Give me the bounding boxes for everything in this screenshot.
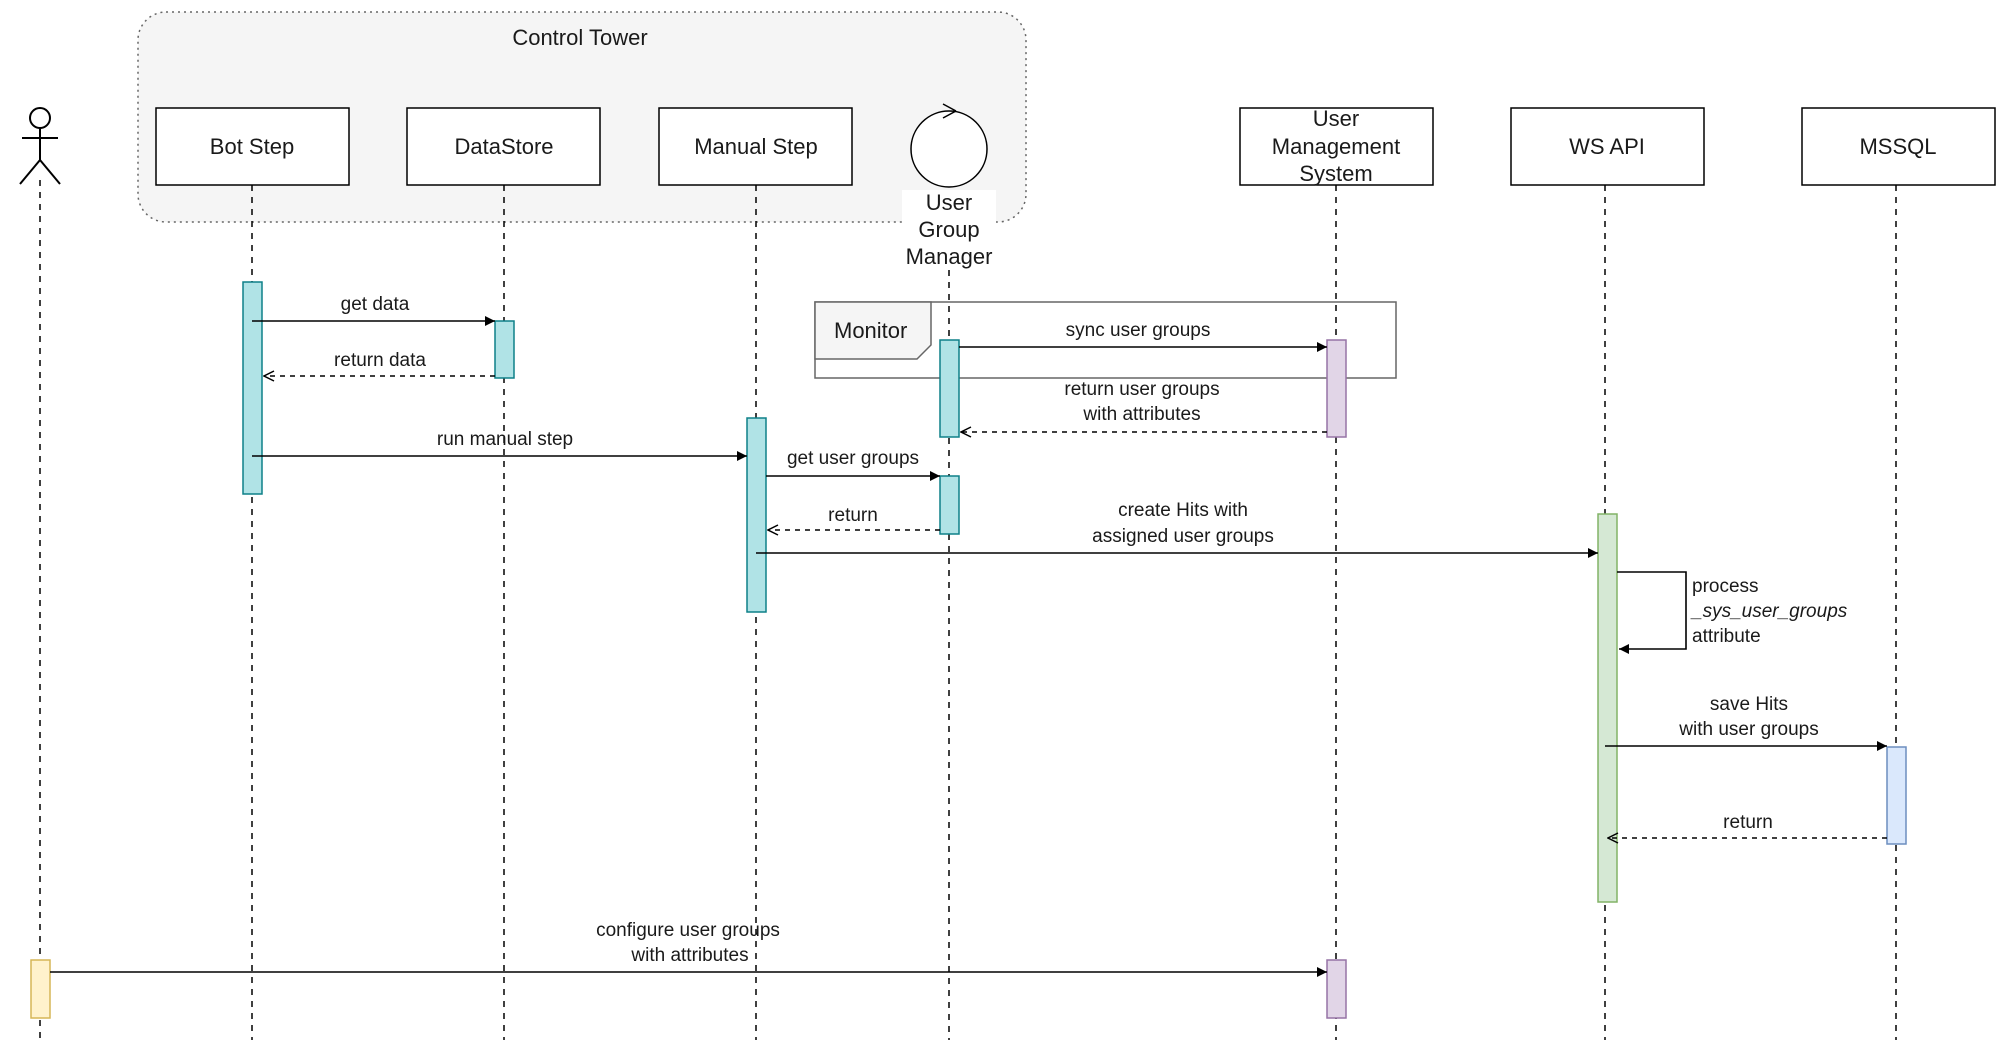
process-label-3: attribute — [1692, 626, 1761, 647]
control-icon — [910, 110, 988, 188]
process-label-1: process — [1692, 576, 1759, 597]
save-hits-label-1: save Hits — [1710, 694, 1788, 715]
control-tower-title: Control Tower — [512, 25, 647, 50]
get-user-groups-label: get user groups — [787, 448, 919, 469]
process-self-arrow — [1617, 571, 1687, 654]
datastore-activation — [494, 320, 515, 379]
return-data-label: return data — [334, 350, 426, 371]
monitor-label: Monitor — [834, 318, 907, 343]
ugm-label-line3: Manager — [906, 244, 993, 269]
get-data-label: get data — [341, 294, 410, 315]
monitor-frame: Monitor — [814, 301, 1397, 379]
ums-label-line1: User — [1313, 106, 1359, 131]
manual-step-label: Manual Step — [694, 134, 818, 159]
datastore-label: DataStore — [454, 134, 553, 159]
save-hits-label-2: with user groups — [1678, 719, 1818, 740]
create-hits-label-1: create Hits with — [1118, 500, 1248, 521]
ugm-activation-2 — [939, 475, 960, 535]
participant-datastore: DataStore — [406, 107, 601, 186]
ws-api-activation — [1597, 513, 1618, 903]
process-label-2: _sys_user_groups — [1690, 601, 1848, 622]
participant-ws-api: WS API — [1510, 107, 1705, 186]
participant-user-group-manager: User Group Manager — [902, 103, 996, 269]
run-manual-step-label: run manual step — [437, 429, 573, 450]
ugm-activation-1 — [939, 339, 960, 438]
ws-api-label: WS API — [1569, 134, 1645, 159]
actor-activation — [30, 959, 51, 1019]
mssql-label: MSSQL — [1859, 134, 1936, 159]
ums-activation-2 — [1326, 959, 1347, 1019]
participant-bot-step: Bot Step — [155, 107, 350, 186]
messages: get data return data sync user groups re… — [50, 294, 1887, 977]
bot-step-activation — [242, 281, 263, 495]
manual-step-activation — [746, 417, 767, 613]
return-label: return — [828, 505, 878, 526]
sync-user-groups-label: sync user groups — [1066, 320, 1211, 341]
create-hits-label-2: assigned user groups — [1092, 526, 1274, 547]
return-user-groups-label-1: return user groups — [1064, 379, 1219, 400]
ums-activation-1 — [1326, 339, 1347, 438]
ugm-label-line2: Group — [918, 217, 979, 242]
configure-label-2: with attributes — [630, 945, 748, 966]
actor-icon — [19, 107, 61, 185]
ums-label-line2: Management — [1272, 134, 1400, 159]
participant-mssql: MSSQL — [1801, 107, 1996, 186]
ums-label-line3: System — [1299, 161, 1372, 186]
return-user-groups-label-2: with attributes — [1082, 404, 1200, 425]
participant-user-management-system: User Management System — [1239, 106, 1434, 186]
ugm-label-line1: User — [926, 190, 972, 215]
participant-manual-step: Manual Step — [658, 107, 853, 186]
bot-step-label: Bot Step — [210, 134, 294, 159]
configure-label-1: configure user groups — [596, 920, 780, 941]
mssql-activation — [1886, 746, 1907, 845]
return2-label: return — [1723, 812, 1773, 833]
activation-bars — [30, 281, 1907, 1019]
